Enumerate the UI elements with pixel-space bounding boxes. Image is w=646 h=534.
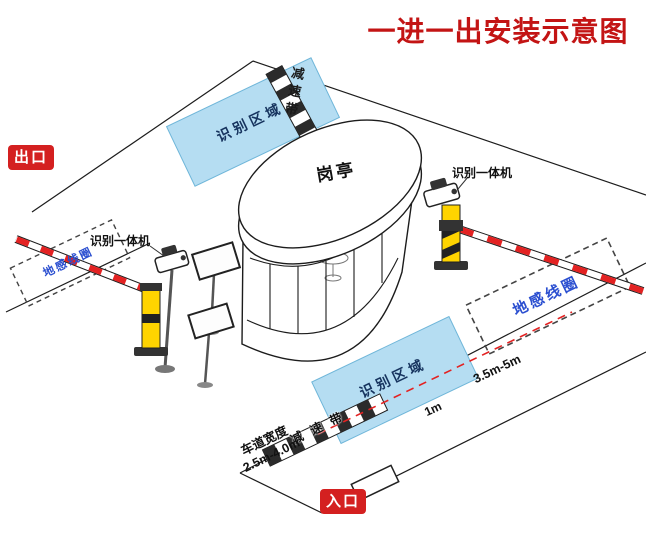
camera-head-icon [430, 177, 448, 191]
camera-lens-icon [451, 188, 458, 195]
exit-camera-label: 识别一体机 [90, 234, 151, 248]
barrier-post-base [434, 261, 468, 270]
camera-housing [154, 249, 190, 274]
barrier-pivot [439, 220, 463, 231]
exit-barrier [14, 235, 168, 356]
stop-distance-line [317, 311, 573, 435]
exit-badge: 出口 [8, 145, 54, 170]
barrier-arm [14, 236, 152, 294]
barrier-arm-stripes [458, 226, 644, 294]
entry-badge: 入口 [320, 489, 366, 514]
camera-lens-icon [180, 255, 186, 261]
entry-camera [423, 176, 469, 208]
exit-recognition-zone [165, 57, 341, 187]
booth-roof-top [237, 119, 423, 249]
entry-barrier [434, 204, 645, 295]
leader-line [457, 176, 469, 190]
exit-speed-bump [265, 65, 321, 146]
page-title: 一进一出安装示意图 [367, 16, 629, 47]
barrier-post-stripe [442, 242, 460, 259]
entry-camera-label: 识别一体机 [452, 166, 513, 180]
sign-board-2 [187, 302, 235, 388]
road-edge [239, 472, 323, 514]
barrier-post-cap [140, 283, 162, 291]
entry-ground-loop [464, 236, 632, 356]
barrier-post-band [142, 314, 160, 323]
road-edge [31, 60, 254, 213]
guard-booth [237, 119, 423, 362]
exit-ground-loop [9, 219, 131, 307]
camera-base [155, 365, 175, 373]
road-edge [5, 242, 151, 313]
camera-head-icon [161, 244, 178, 256]
barrier-post-base [134, 347, 168, 356]
leader-line [149, 245, 165, 257]
